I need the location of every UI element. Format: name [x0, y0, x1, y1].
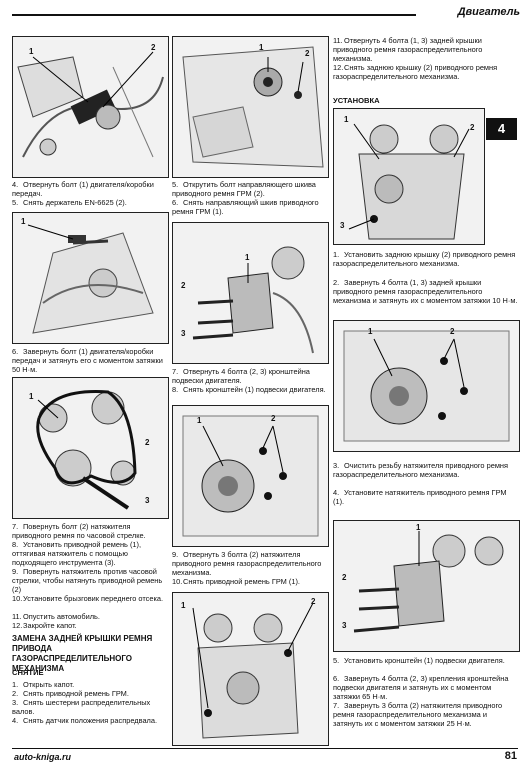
figure-label-2: 2	[305, 49, 310, 58]
step-c2-9: 9.Отвернуть 3 болта (2) натяжителя приво…	[172, 550, 322, 577]
step-c1-8: 8.Установить приводной ремень (1), оттяг…	[12, 540, 142, 567]
figure-label-1: 1	[368, 327, 373, 336]
figure-engine-bolt: 1	[12, 212, 169, 344]
step-c3-i4: 4.Установите натяжитель приводного ремня…	[333, 488, 507, 506]
figure-label-1: 1	[259, 43, 264, 52]
figure-engine-mount: 1 2 3	[172, 222, 329, 364]
figure-belt-tensioner-bolts: 1 2	[172, 405, 329, 547]
figure-rear-cover-install: 1 2 3	[333, 108, 485, 245]
step-c1-7: 7.Повернуть болт (2) натяжителя приводно…	[12, 522, 146, 540]
figure-label-3: 3	[145, 496, 150, 505]
step-c1-12: 12.Закройте капот.	[12, 621, 77, 630]
step-c3-i2: 2.Завернуть 4 болта (1, 3) задней крышки…	[333, 278, 518, 305]
step-c3-i5: 5.Установить кронштейн (1) подвески двиг…	[333, 656, 505, 665]
rear-cover-install-illustration	[334, 109, 484, 244]
figure-label-2: 2	[181, 281, 186, 290]
figure-label-1: 1	[197, 416, 202, 425]
engine-illustration	[13, 37, 168, 177]
chapter-tab: 4	[486, 118, 517, 140]
figure-label-3: 3	[342, 621, 347, 630]
section-title-rear-cover: ЗАМЕНА ЗАДНЕЙ КРЫШКИ РЕМНЯ ПРИВОДА ГАЗОР…	[12, 634, 153, 673]
figure-rear-cover: 1 2	[172, 592, 329, 746]
removal-title: СНЯТИЕ	[12, 668, 44, 677]
figure-label-2: 2	[271, 414, 276, 423]
figure-label-1: 1	[181, 601, 186, 610]
step-c2-10: 10.Снять приводной ремень ГРМ (1).	[172, 577, 300, 586]
idler-pulley-illustration	[173, 37, 328, 177]
footer-rule	[12, 748, 518, 749]
figure-label-1: 1	[344, 115, 349, 124]
figure-tensioner-install: 1 2	[333, 320, 520, 452]
step-c3-12: 12.Снять заднюю крышку (2) приводного ре…	[333, 63, 498, 81]
rear-cover-illustration	[173, 593, 328, 745]
figure-label-2: 2	[450, 327, 455, 336]
figure-belt-tensioner: 1 2 3	[12, 377, 169, 519]
figure-label-3: 3	[181, 329, 186, 338]
step-c3-11: 11.Отвернуть 4 болта (1, 3) задней крышк…	[333, 36, 483, 63]
figure-engine-bolt-holder: 1 2	[12, 36, 169, 178]
step-c1-r1: 1.Открыть капот.	[12, 680, 75, 689]
install-title: УСТАНОВКА	[333, 96, 380, 105]
figure-label-1: 1	[416, 523, 421, 532]
step-c1-r4: 4.Снять датчик положения распредвала.	[12, 716, 158, 725]
figure-label-2: 2	[311, 597, 316, 606]
figure-label-3: 3	[340, 221, 345, 230]
mount-install-illustration	[334, 521, 519, 651]
page-header-title: Двигатель	[457, 6, 520, 18]
step-c1-9: 9.Повернуть натяжитель против часовой ст…	[12, 567, 163, 594]
figure-mount-install: 1 2 3	[333, 520, 520, 652]
step-c1-10: 10.Установите брызговик переднего отсека…	[12, 594, 164, 603]
engine-mount-illustration	[173, 223, 328, 363]
step-c2-8: 8.Снять кронштейн (1) подвески двигателя…	[172, 385, 326, 394]
step-c2-6: 6.Снять направляющий шкив приводного рем…	[172, 198, 319, 216]
step-c1-11: 11.Опустить автомобиль.	[12, 612, 100, 621]
step-c2-7: 7.Отвернуть 4 болта (2, 3) кронштейна по…	[172, 367, 310, 385]
belt-tensioner-illustration	[13, 378, 168, 518]
figure-label-1: 1	[29, 47, 34, 56]
footer-site: auto-kniga.ru	[14, 752, 72, 762]
step-c1-5: 5.Снять держатель EN-6625 (2).	[12, 198, 127, 207]
figure-label-1: 1	[245, 253, 250, 262]
step-c3-i7: 7.Завернуть 3 болта (2) натяжителя приво…	[333, 701, 503, 728]
engine-bolt-illustration	[13, 213, 168, 343]
step-c2-5: 5.Открутить болт направляющего шкива при…	[172, 180, 316, 198]
step-c1-r2: 2.Снять приводной ремень ГРМ.	[12, 689, 129, 698]
step-c3-i1: 1.Установить заднюю крышку (2) приводног…	[333, 250, 516, 268]
figure-label-1: 1	[21, 217, 26, 226]
step-c1-6: 6.Завернуть болт (1) двигателя/коробки п…	[12, 347, 163, 374]
figure-label-2: 2	[342, 573, 347, 582]
figure-idler-pulley: 1 2	[172, 36, 329, 178]
tensioner-install-illustration	[334, 321, 519, 451]
page-number: 81	[504, 750, 517, 762]
figure-label-2: 2	[145, 438, 150, 447]
tensioner-bolts-illustration	[173, 406, 328, 546]
step-c1-r3: 3.Снять шестерни распределительных валов…	[12, 698, 151, 716]
header-rule	[12, 14, 416, 16]
figure-label-2: 2	[470, 123, 475, 132]
figure-label-1: 1	[29, 392, 34, 401]
figure-label-2: 2	[151, 43, 156, 52]
step-c1-4: 4.Отвернуть болт (1) двигателя/коробки п…	[12, 180, 154, 198]
step-c3-i3: 3.Очистить резьбу натяжителя приводного …	[333, 461, 508, 479]
step-c3-i6: 6.Завернуть 4 болта (2, 3) крепления кро…	[333, 674, 509, 701]
